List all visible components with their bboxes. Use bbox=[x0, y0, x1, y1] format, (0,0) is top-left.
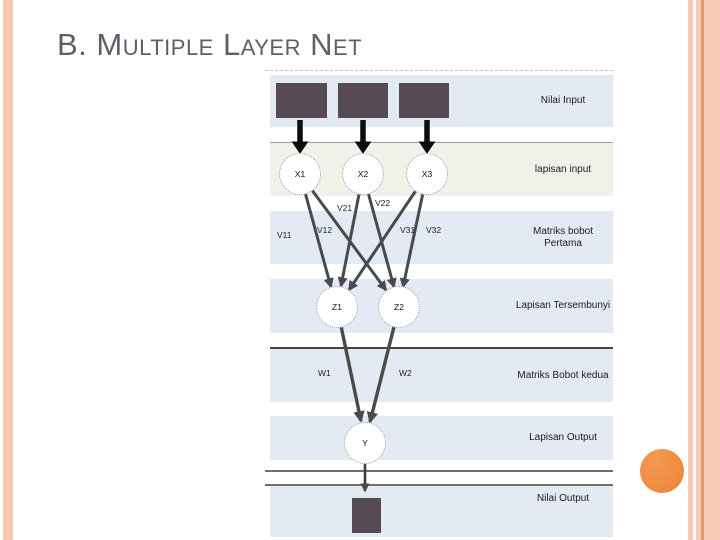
band-matriks-bobot-kedua: Matriks Bobot kedua bbox=[270, 347, 613, 402]
right-border-stripe-block bbox=[696, 0, 720, 540]
weight-label-w1: W1 bbox=[318, 368, 331, 378]
divider-line-lower bbox=[265, 484, 613, 486]
output-value-box bbox=[352, 498, 381, 533]
accent-circle-decoration bbox=[640, 449, 684, 493]
node-label-x1: X1 bbox=[294, 169, 306, 179]
node-label-x2: X2 bbox=[357, 169, 369, 179]
right-border-stripe-thin bbox=[688, 0, 693, 540]
band-label-matriks-bobot-pertama: Matriks bobot Pertama bbox=[532, 225, 594, 249]
input-value-box-1 bbox=[276, 83, 327, 118]
node-circle-y: Y bbox=[344, 422, 386, 464]
band-lapisan-output: Lapisan Output bbox=[270, 416, 613, 460]
band-nilai-output: Nilai Output bbox=[270, 486, 613, 537]
input-arrows bbox=[291, 120, 436, 154]
node-circle-x2: X2 bbox=[342, 153, 384, 195]
slide-title: B. Multiple Layer Net bbox=[57, 27, 363, 62]
weight-label-v12: V12 bbox=[317, 225, 333, 235]
band-label-lapisan-output: Lapisan Output bbox=[529, 432, 597, 443]
band-matriks-bobot-pertama: Matriks bobot Pertama bbox=[270, 211, 613, 264]
node-label-z1: Z1 bbox=[332, 302, 342, 312]
weight-label-v31: V31 bbox=[400, 225, 416, 235]
diagram-top-edge bbox=[265, 70, 613, 71]
node-circle-z1: Z1 bbox=[316, 286, 358, 328]
band-label-lapisan-tersembunyi: Lapisan Tersembunyi bbox=[515, 300, 611, 311]
node-label-x3: X3 bbox=[421, 169, 433, 179]
left-border-stripe bbox=[3, 0, 13, 540]
weight-label-v32: V32 bbox=[426, 225, 442, 235]
node-circle-x1: X1 bbox=[279, 153, 321, 195]
node-label-y: Y bbox=[362, 438, 368, 448]
band-label-nilai-output: Nilai Output bbox=[536, 493, 590, 504]
weight-label-v21: V21 bbox=[337, 203, 353, 213]
input-value-box-3 bbox=[399, 83, 449, 118]
node-circle-x3: X3 bbox=[406, 153, 448, 195]
weight-label-v22: V22 bbox=[375, 198, 391, 208]
weight-label-v11: V11 bbox=[277, 230, 292, 240]
band-label-lapisan-input: lapisan input bbox=[534, 163, 592, 175]
divider-line-upper bbox=[265, 470, 613, 472]
node-circle-z2: Z2 bbox=[378, 286, 420, 328]
weight-label-w2: W2 bbox=[399, 368, 412, 378]
right-border-accent-line bbox=[701, 0, 704, 540]
input-value-box-2 bbox=[338, 83, 388, 118]
node-label-z2: Z2 bbox=[394, 302, 404, 312]
band-label-matriks-bobot-kedua: Matriks Bobot kedua bbox=[517, 369, 609, 381]
band-label-nilai-input: Nilai Input bbox=[540, 95, 586, 106]
